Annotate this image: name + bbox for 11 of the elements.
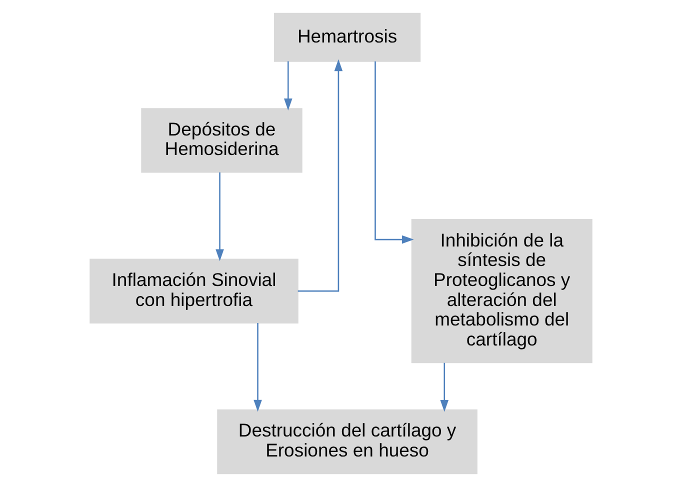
- arrow: [216, 172, 224, 262]
- node-box: Inflamación Sinovial con hipertrofia: [90, 258, 298, 324]
- node-box: Inhibición de la síntesis de Proteoglicanos y alteración del metabolismo del cartílago: [411, 219, 592, 364]
- arrow: [254, 323, 262, 412]
- arrow: [440, 362, 449, 412]
- node-box: Depósitos de Hemosiderina: [141, 108, 302, 173]
- node-box: Hemartrosis: [274, 12, 421, 62]
- node-box: Destrucción del cartílago y Erosiones en hueso: [217, 409, 478, 474]
- arrow: [374, 61, 414, 244]
- arrow: [284, 61, 292, 110]
- arrow: [298, 59, 343, 292]
